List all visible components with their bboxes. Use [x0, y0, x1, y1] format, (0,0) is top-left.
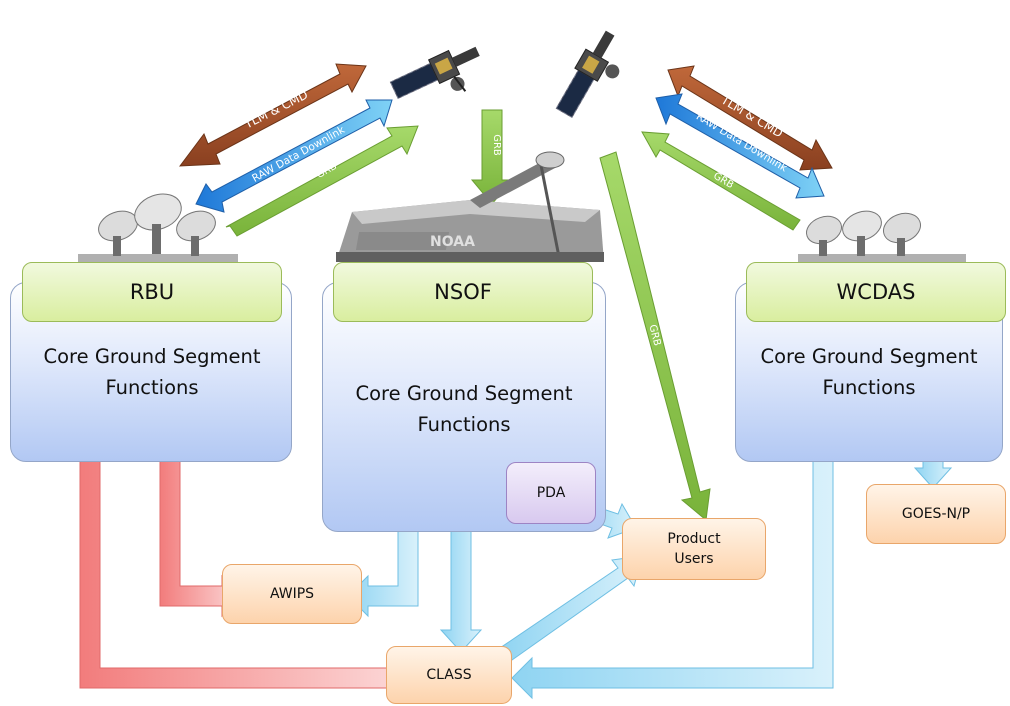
- raw-downlink-arrow-left: [195, 99, 393, 213]
- tlm-cmd-arrow-right: [667, 65, 833, 171]
- pda-node: PDA: [506, 462, 596, 524]
- wcdas-description: Core Ground Segment Functions: [738, 341, 1000, 403]
- product-users-node: Product Users: [622, 518, 766, 580]
- rbu-title: RBU: [22, 262, 282, 322]
- nsof-description-line1: Core Ground Segment: [355, 382, 573, 405]
- wcdas-to-class-flow: [511, 421, 834, 700]
- rbu-description: Core Ground Segment Functions: [14, 341, 290, 403]
- satellite-icon: [389, 46, 480, 100]
- nsof-to-class-flow: [439, 513, 483, 653]
- nsof-description: Core Ground Segment Functions: [324, 378, 604, 440]
- nsof-title: NSOF: [333, 262, 593, 322]
- nsof-building-icon: NOAA: [336, 151, 604, 263]
- satellite-icon: [555, 30, 620, 118]
- rbu-description-line2: Functions: [105, 376, 199, 399]
- grb-arrow-rbu: [225, 125, 419, 237]
- raw-downlink-arrow-right: [655, 93, 825, 199]
- grb-arrow-wcdas: [641, 131, 801, 231]
- awips-node: AWIPS: [222, 564, 362, 624]
- dish-antenna-icon: [798, 210, 966, 264]
- wcdas-title: WCDAS: [746, 262, 1006, 322]
- grb-arrow-product-users: [599, 151, 711, 521]
- wcdas-description-line1: Core Ground Segment: [760, 345, 978, 368]
- tlm-cmd-arrow-left: [178, 63, 367, 167]
- grb-label: GRB: [491, 134, 502, 156]
- goes-np-node: GOES-N/P: [866, 484, 1006, 544]
- product-users-line2: Users: [674, 551, 714, 567]
- svg-text:NOAA: NOAA: [430, 234, 475, 250]
- wcdas-description-line2: Functions: [822, 376, 916, 399]
- nsof-description-line2: Functions: [417, 413, 511, 436]
- rbu-description-line1: Core Ground Segment: [43, 345, 261, 368]
- class-node: CLASS: [386, 646, 512, 704]
- product-users-line1: Product: [667, 531, 721, 547]
- grb-label: GRB: [646, 324, 662, 348]
- dish-antenna-icon: [78, 193, 238, 264]
